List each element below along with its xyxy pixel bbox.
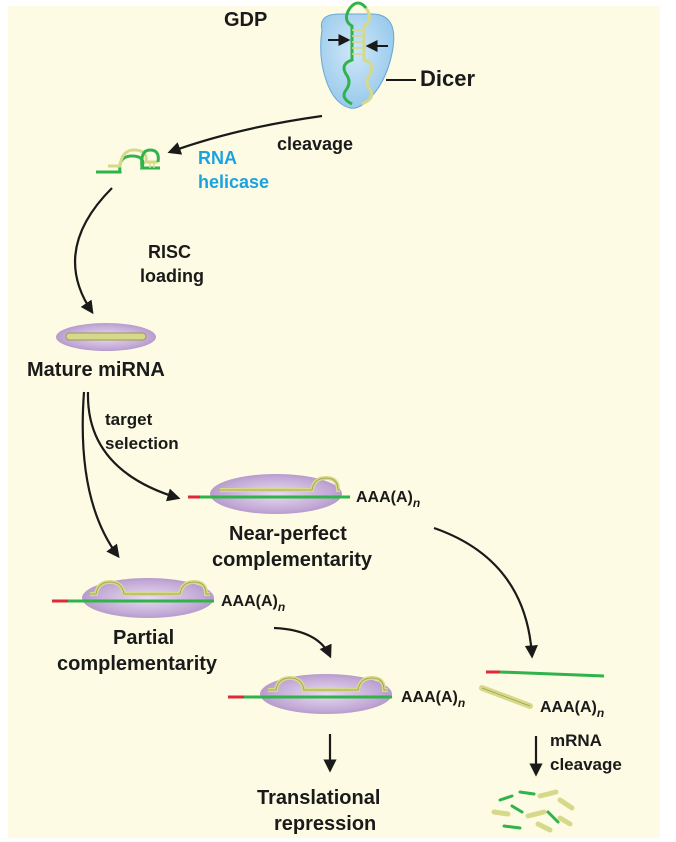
mature-mirna-risc [56,323,156,351]
target-selection-arrow-near [86,391,181,502]
rna-helicase-label-line1: RNA [198,148,237,168]
target-selection-arrow-partial [81,391,120,559]
partial-label-line1: Partial [113,627,174,649]
dicer-complex [320,1,416,109]
cleavage-label: cleavage [277,134,353,154]
near-perfect-complex [188,474,350,514]
mature-mirna-label: Mature miRNA [27,359,165,381]
near-perfect-to-cleavage-arrow [433,526,538,659]
near-perfect-label-line2: complementarity [212,549,373,571]
cleaved-polya-label: AAA(A)n [540,699,604,720]
mirna-duplex [96,148,160,174]
translational-repression-label-line2: repression [274,813,376,835]
near-perfect-polya-label: AAA(A)n [356,489,420,510]
mrna-cleavage-label-line2: cleavage [550,755,622,774]
dicer-enzyme [320,13,395,109]
gdp-label: GDP [224,9,267,31]
repression-complex [228,674,392,714]
cleavage-arrow [167,114,323,155]
pre-mirna-hairpin [342,1,374,106]
partial-to-repression-arrow [273,626,332,659]
mrna-cleavage-label-line1: mRNA [550,731,602,750]
cleaved-mrna [479,670,605,709]
partial-label-line2: complementarity [57,653,218,675]
degraded-fragments [491,789,575,833]
target-selection-label-line2: selection [105,434,179,453]
partial-complex [52,578,214,618]
target-selection-label-line1: target [105,410,153,429]
risc-loading-label-line2: loading [140,266,204,286]
repression-polya-label: AAA(A)n [401,689,465,710]
partial-polya-label: AAA(A)n [221,593,285,614]
rna-helicase-label-line2: helicase [198,172,269,192]
risc-loading-label-line1: RISC [148,242,191,262]
near-perfect-label-line1: Near-perfect [229,523,347,545]
risc-loading-arrow [73,187,113,315]
dicer-label: Dicer [420,66,475,91]
translational-repression-label-line1: Translational [257,787,380,809]
